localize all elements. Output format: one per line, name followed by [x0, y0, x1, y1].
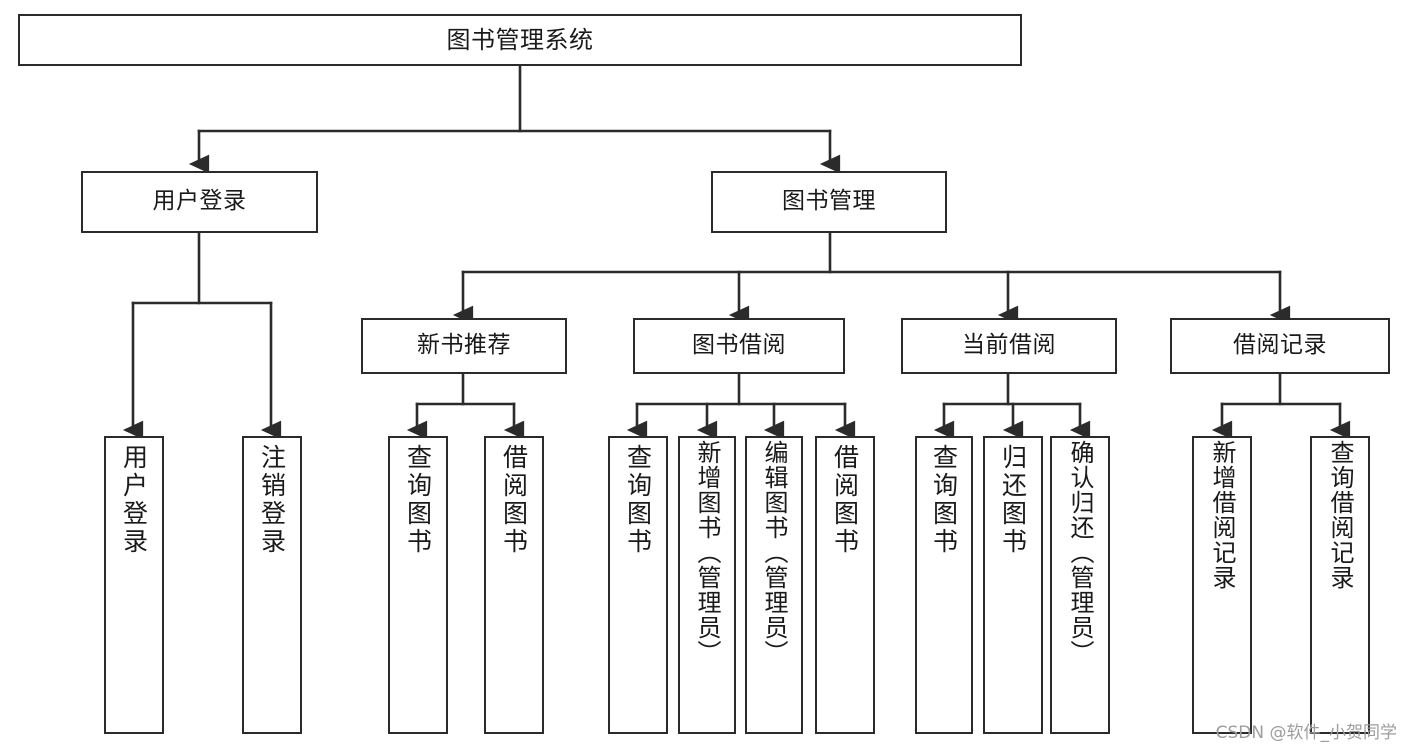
node-label-user-login: 用户登录 — [152, 188, 247, 215]
leaf-label-edit-book: 编辑图书（管理员） — [760, 440, 788, 665]
leaf-confirm-return[interactable]: 确认归还（管理员） — [1050, 436, 1110, 734]
node-borrow-record[interactable]: 借阅记录 — [1170, 318, 1390, 374]
leaf-add-book[interactable]: 新增图书（管理员） — [678, 436, 736, 734]
leaf-label-query-book-2: 查询图书 — [623, 444, 653, 556]
leaf-borrow-book-1[interactable]: 借阅图书 — [484, 436, 544, 734]
node-label-new-book-recommend: 新书推荐 — [417, 332, 511, 359]
leaf-add-record[interactable]: 新增借阅记录 — [1192, 436, 1252, 734]
csdn-watermark: CSDN @软件_小贺同学 — [1215, 723, 1397, 743]
leaf-label-logout-login: 注销登录 — [257, 444, 287, 556]
leaf-edit-book[interactable]: 编辑图书（管理员） — [745, 436, 803, 734]
leaf-query-record[interactable]: 查询借阅记录 — [1310, 436, 1370, 734]
leaf-return-book[interactable]: 归还图书 — [983, 436, 1043, 734]
leaf-label-confirm-return: 确认归还（管理员） — [1066, 440, 1094, 665]
node-label-borrow-record: 借阅记录 — [1233, 332, 1327, 359]
leaf-label-query-book-3: 查询图书 — [929, 444, 959, 556]
leaf-borrow-book-2[interactable]: 借阅图书 — [815, 436, 875, 734]
node-book-management-system[interactable]: 图书管理系统 — [18, 14, 1022, 66]
node-book-management[interactable]: 图书管理 — [711, 171, 947, 233]
node-current-borrow[interactable]: 当前借阅 — [901, 318, 1117, 374]
leaf-query-book-2[interactable]: 查询图书 — [608, 436, 668, 734]
leaf-label-add-book: 新增图书（管理员） — [693, 440, 721, 665]
leaf-label-borrow-book-2: 借阅图书 — [830, 444, 860, 556]
node-label-book-borrow: 图书借阅 — [692, 332, 786, 359]
node-user-login[interactable]: 用户登录 — [81, 171, 318, 233]
leaf-query-book-3[interactable]: 查询图书 — [915, 436, 973, 734]
node-label-current-borrow: 当前借阅 — [962, 332, 1056, 359]
leaf-label-add-record: 新增借阅记录 — [1208, 440, 1236, 590]
leaf-label-return-book: 归还图书 — [998, 444, 1028, 556]
leaf-label-query-record: 查询借阅记录 — [1326, 440, 1354, 590]
leaf-label-query-book-1: 查询图书 — [403, 444, 433, 556]
leaf-label-borrow-book-1: 借阅图书 — [499, 444, 529, 556]
leaf-query-book-1[interactable]: 查询图书 — [388, 436, 448, 734]
node-book-borrow[interactable]: 图书借阅 — [633, 318, 845, 374]
node-label-book-management: 图书管理 — [782, 188, 876, 215]
node-new-book-recommend[interactable]: 新书推荐 — [361, 318, 567, 374]
leaf-label-user-login: 用户登录 — [119, 444, 149, 556]
leaf-user-login[interactable]: 用户登录 — [104, 436, 164, 734]
node-label-root: 图书管理系统 — [446, 25, 594, 54]
leaf-logout-login[interactable]: 注销登录 — [242, 436, 302, 734]
